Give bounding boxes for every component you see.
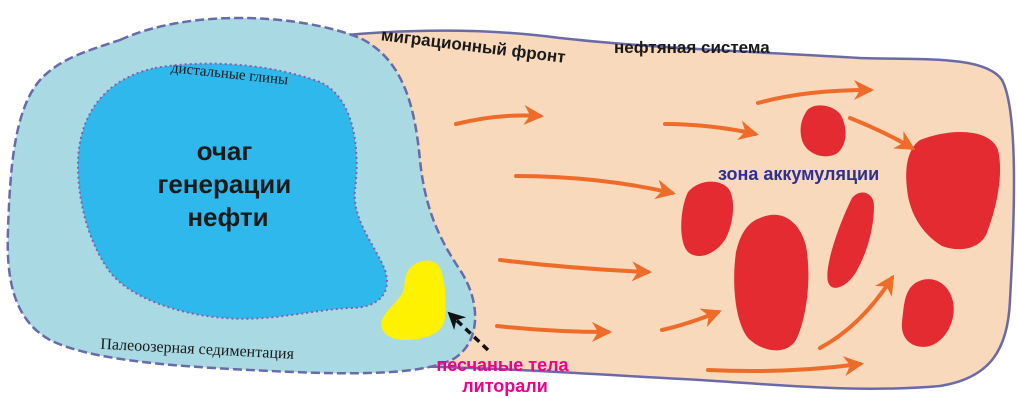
sand-bodies-label-line: песчаные тела: [436, 355, 569, 375]
sand-bodies-label: песчаные тела литорали: [436, 355, 573, 396]
accumulation-zone-label: зона аккумуляции: [718, 164, 879, 184]
core-label-line: очаг: [197, 136, 253, 166]
petroleum-system-label: нефтяная система: [614, 38, 770, 57]
accumulation-body: [734, 215, 808, 351]
accumulation-body: [801, 105, 846, 156]
core-label-line: нефти: [187, 202, 268, 232]
sand-bodies-label-line: литорали: [462, 376, 548, 396]
core-label-line: генерации: [158, 169, 292, 199]
